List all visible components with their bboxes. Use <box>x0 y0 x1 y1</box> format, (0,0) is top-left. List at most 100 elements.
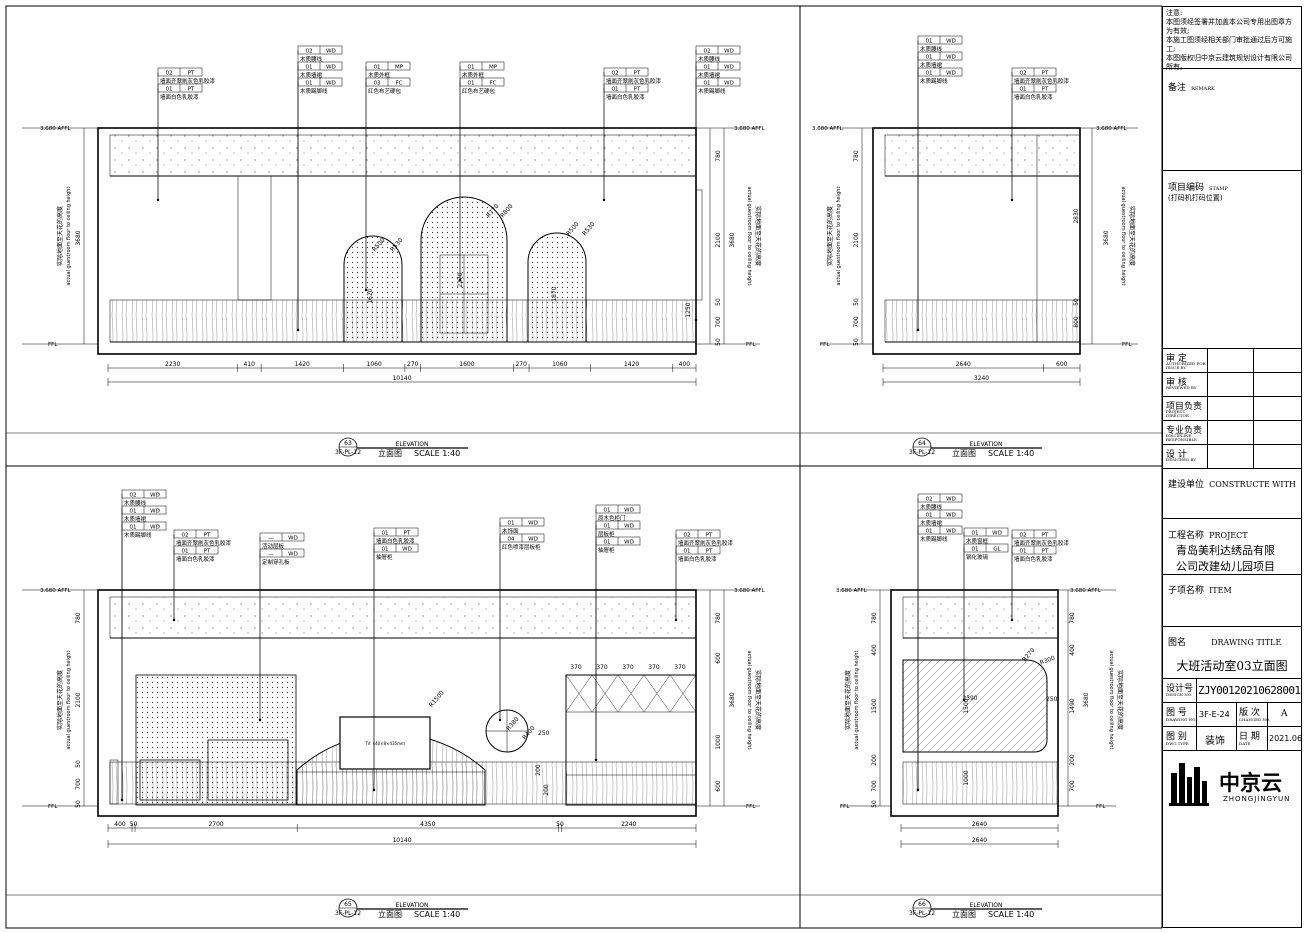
radius-label: R400 <box>521 725 537 742</box>
material-tag-type: WD <box>528 537 538 543</box>
material-tag-text: 定制穿孔板 <box>262 558 290 566</box>
material-tag-code: 02 <box>612 71 619 77</box>
drawing-no-value: 3F-E-24 <box>1199 710 1230 719</box>
leader-dot <box>364 288 368 292</box>
material-tag-text: 红色喷漆层板柜 <box>502 543 541 551</box>
project-label: 工程名称 <box>1168 531 1205 541</box>
vertical-dimension: 3680 <box>729 692 736 707</box>
cabinet-width-dimension: 370 <box>674 664 686 671</box>
material-tag-type: WD <box>724 49 734 55</box>
design-no-row: 设计号 DESIGN NO. ZJY00120210628001 <box>1163 679 1301 703</box>
leader-dot <box>916 328 920 332</box>
material-tag-type: FC <box>395 81 402 87</box>
elevation-sheet-ref: 3F-PL-12 <box>909 910 935 917</box>
leader-dot <box>594 758 598 762</box>
material-tag-type: WD <box>624 508 634 514</box>
material-tag-code: — <box>268 552 274 558</box>
leader-dot <box>458 278 462 282</box>
vertical-dimension: 600 <box>715 780 722 792</box>
sheet-border <box>5 5 1162 929</box>
vertical-dimension: 1500 <box>871 698 878 713</box>
material-tag-text: 墙面白色乳胶漆 <box>376 537 415 545</box>
horizontal-dimension: 400 <box>679 361 691 368</box>
logo-icon <box>1169 763 1209 806</box>
material-tag-type: PT <box>188 71 195 77</box>
material-tag-code: 01 <box>306 81 313 87</box>
material-tag-type: WD <box>946 529 956 535</box>
material-tag-text: 红色布艺硬包 <box>368 87 402 95</box>
cabinet-width-dimension: 370 <box>596 664 608 671</box>
material-tag-text: 木饰面 <box>502 527 519 535</box>
vertical-dimension: 50 <box>715 298 722 306</box>
material-tag-type: PT <box>1042 533 1049 539</box>
vertical-dimension: 2100 <box>853 232 860 247</box>
material-tag-code: 02 <box>704 49 711 55</box>
vertical-dimension: 780 <box>715 150 722 162</box>
horizontal-dimension: 1420 <box>624 361 639 368</box>
material-tag-text: 木质墙裙 <box>124 515 147 523</box>
horizontal-dimension: 4350 <box>420 821 435 828</box>
vertical-dimension: 700 <box>1069 780 1076 792</box>
signature-role: 项目负责 <box>1166 402 1203 412</box>
material-tag-type: WD <box>946 513 956 519</box>
material-tag-type: WD <box>150 525 160 531</box>
leader-dot <box>694 318 698 322</box>
total-dimension: 3240 <box>974 375 989 382</box>
material-tag-code: 01 <box>508 521 515 527</box>
material-tag-type: WD <box>724 65 734 71</box>
horizontal-dimension: 1420 <box>295 361 310 368</box>
material-tag-code: 01 <box>306 65 313 71</box>
leader-dot <box>1010 618 1014 622</box>
category-en: DWG TYPE <box>1166 741 1189 746</box>
elevation-label: 立面图 <box>952 448 976 458</box>
item-panel: 子项名称 ITEM <box>1163 575 1301 627</box>
project-code-label: 项目编码 <box>1168 183 1205 193</box>
material-tag-text: 墙面白色乳胶漆 <box>176 555 215 563</box>
date-value: 2021.06 <box>1269 734 1303 743</box>
tv-label: TV: 440×8×435mm <box>364 741 405 746</box>
material-tag-type: WD <box>150 509 160 515</box>
horizontal-dimension: 410 <box>243 361 255 368</box>
notes-line: 本图须经签署并加盖本公司专用出图章方为有效; <box>1166 18 1292 35</box>
material-tag-text: 木质外框 <box>368 71 391 79</box>
material-tag-text: 木质腰线 <box>698 55 721 63</box>
signature-role: 设 计 <box>1166 450 1187 460</box>
level-ceiling-label: 3.680 AFFL <box>40 126 72 132</box>
drawing-no-label: 图 号 <box>1166 708 1187 718</box>
elevation-number: 66 <box>918 901 926 908</box>
category-row: 图 别 DWG TYPE 装饰 日 期 DATE 2021.06 <box>1163 727 1303 751</box>
material-tag-text: 墙面齐翠刷灰色乳胶漆 <box>160 77 216 85</box>
horizontal-dimension: 50 <box>556 821 564 828</box>
material-tag-text: 木质墙裙 <box>920 519 943 527</box>
material-tag-code: 02 <box>926 497 933 503</box>
height-caption-cn: 实际地面至天花的高度 <box>844 670 852 730</box>
height-caption-en: actual guestroom floor to ceiling height <box>836 187 842 286</box>
title-block: 注意: 本图须经签署并加盖本公司专用出图章方为有效; 本施工图须经相关部门审批通… <box>1162 6 1302 928</box>
elevation-label: 立面图 <box>378 909 402 919</box>
material-tag-text: 木质墙裙 <box>300 71 323 79</box>
material-tag-type: WD <box>992 531 1002 537</box>
height-caption-cn: 实际地面至天花的高度 <box>56 670 64 730</box>
vertical-dimension: 50 <box>853 338 860 346</box>
category-label: 图 别 <box>1166 732 1187 742</box>
material-tag-type: WD <box>624 524 634 530</box>
vertical-dimension: 400 <box>1069 644 1076 656</box>
material-tag-code: — <box>268 536 274 542</box>
material-tag-code: 01 <box>926 39 933 45</box>
cabinet-width-dimension: 370 <box>648 664 660 671</box>
material-tag-text: 木质踢脚线 <box>698 87 726 95</box>
leader-dot <box>258 718 262 722</box>
vertical-dimension: 700 <box>75 778 82 790</box>
project-name-line1: 青岛美利达绣品有限 <box>1176 544 1275 557</box>
radius-label: R530 <box>581 221 597 238</box>
material-tag-text: 木质窗框 <box>966 537 989 545</box>
material-tag-code: 01 <box>704 81 711 87</box>
signature-role: 专业负责 <box>1166 426 1203 436</box>
category-value: 装饰 <box>1205 736 1225 747</box>
material-tag-text: 墙面齐翠刷灰色乳胶漆 <box>1014 539 1070 547</box>
design-no-value: ZJY00120210628001 <box>1198 684 1301 697</box>
elevation-word: ELEVATION <box>396 441 429 448</box>
signature-role-en: PROJECT DIRECTOR <box>1166 409 1189 418</box>
vertical-dimension: 2100 <box>75 692 82 707</box>
material-tag-type: PT <box>634 87 641 93</box>
